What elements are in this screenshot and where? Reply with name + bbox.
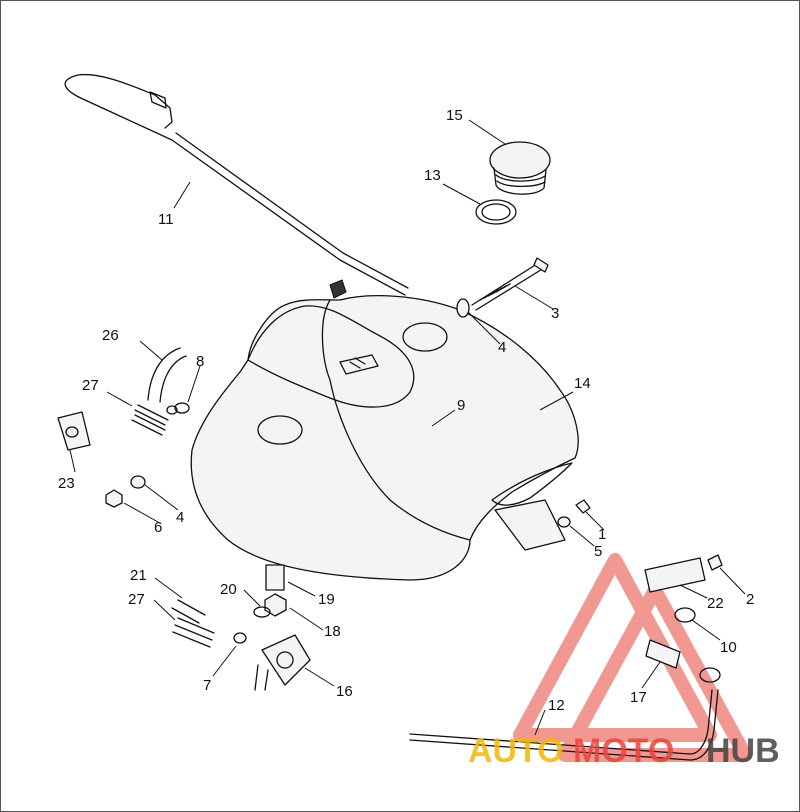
callout-9: 9 [457,397,465,414]
mounting-bolt [471,257,549,311]
callout-6: 6 [154,519,162,536]
callout-8: 8 [196,353,204,370]
washer-5 [557,516,571,528]
callout-16: 16 [336,683,353,700]
nut-6 [105,489,123,508]
washer [456,298,470,318]
callout-22: 22 [707,595,724,612]
spring-27a [131,404,169,436]
vent-hose [147,347,187,403]
callout-1: 1 [598,526,606,543]
watermark-hub: HUB [706,732,780,770]
callout-4-lower: 4 [176,509,184,526]
callout-18: 18 [324,623,341,640]
bracket-23 [57,411,91,451]
gasket-20 [253,606,271,618]
callout-11: 11 [158,211,174,228]
callout-3: 3 [551,305,559,322]
clamp-10 [674,607,696,623]
callout-10: 10 [720,639,737,656]
watermark-auto: AUTO [468,732,564,770]
callout-12: 12 [548,697,565,714]
washer-4b [130,475,146,489]
leader-lines [69,119,746,736]
callout-17: 17 [630,689,647,706]
callout-23: 23 [58,475,75,492]
watermark-wordmark: AUTO MOTO HUB [468,732,780,770]
gasket [475,199,517,225]
callout-7: 7 [203,677,211,694]
callout-26: 26 [102,327,119,344]
fuel-hose-21 [171,599,206,624]
fuel-gauge-line [64,73,409,299]
callout-4-upper: 4 [498,339,506,356]
bracket-tab [494,499,566,551]
fuel-tank [190,295,579,581]
callout-27-upper: 27 [82,377,99,394]
callout-5: 5 [594,543,602,560]
nut-18 [264,593,287,617]
callout-14: 14 [574,375,591,392]
fuel-filler-opening [402,322,448,352]
bracket-22 [644,557,706,593]
callout-27-lower: 27 [128,591,145,608]
callout-20: 20 [220,581,237,598]
clamp-8 [166,402,190,415]
bolt-1 [575,499,591,514]
callout-2: 2 [746,591,754,608]
fuel-line-12 [409,689,719,761]
callout-labels: 1 2 3 4 4 5 6 7 8 9 10 11 12 13 14 15 16… [58,107,754,714]
watermark-moto: MOTO [573,732,674,770]
callout-19: 19 [318,591,335,608]
callout-13: 13 [424,167,441,184]
fuel-filter-17 [645,639,721,683]
screw-2 [707,554,723,571]
watermark-logo [513,553,752,762]
tank-opening-left [257,415,303,445]
callout-15: 15 [446,107,463,124]
fuel-cap [489,141,551,195]
filter-19 [265,564,285,591]
clamp-7 [233,632,247,644]
spring-27b [172,617,215,648]
callout-21: 21 [130,567,147,584]
fuel-valve-16 [254,634,311,691]
